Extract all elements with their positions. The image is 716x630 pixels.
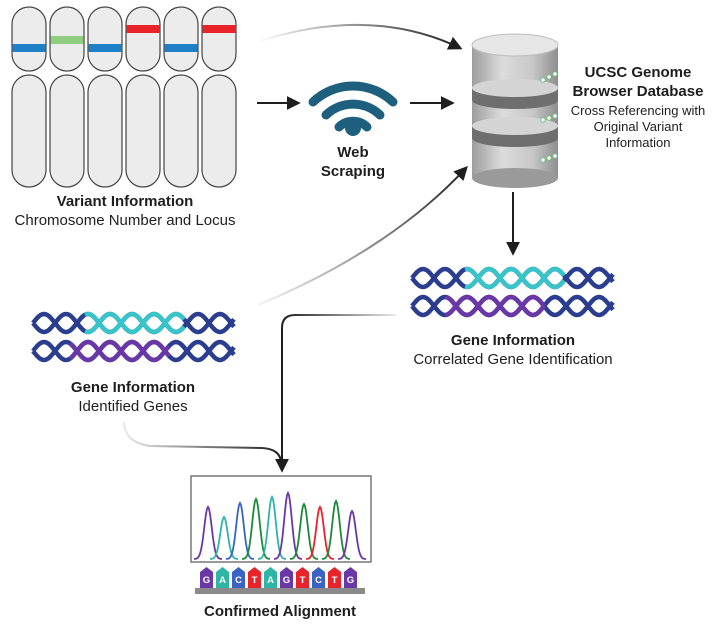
- base-tile: [280, 567, 293, 588]
- database-desc-line1: Cross Referencing with: [570, 103, 706, 118]
- base-tile: [216, 567, 229, 588]
- chromosome: [201, 6, 237, 188]
- base-tile: [232, 567, 245, 588]
- gene-left-subtitle: Identified Genes: [78, 398, 188, 415]
- chromatogram-peak: [226, 500, 254, 560]
- base-letter: C: [315, 575, 322, 586]
- arrow-gene-right-to-alignment: [275, 314, 396, 473]
- base-tile: [264, 567, 277, 588]
- base-letter: A: [219, 575, 226, 586]
- base-tile: [200, 567, 213, 588]
- base-letter: T: [300, 575, 306, 586]
- chromosome: [163, 6, 199, 188]
- database-title-line1: UCSC Genome: [584, 64, 692, 81]
- connectors: [123, 23, 520, 473]
- base-letter: G: [203, 575, 210, 586]
- base-tile: [344, 567, 357, 588]
- chromatogram-peak: [322, 498, 350, 560]
- arrow-gene-left-to-alignment: [123, 421, 282, 463]
- database-desc-line3: Information: [605, 135, 671, 150]
- base-tile: [312, 567, 325, 588]
- chromatogram-peak: [305, 505, 335, 560]
- gene-left-title: Gene Information: [70, 379, 196, 396]
- base-tile: [328, 567, 341, 588]
- chromosome: [125, 6, 161, 188]
- chromosome: [49, 6, 85, 188]
- scraping-label-line2: Scraping: [320, 163, 386, 180]
- chromatogram-peak: [273, 490, 303, 560]
- base-letter: C: [235, 575, 242, 586]
- chromatogram-peak: [209, 515, 239, 560]
- base-letter: G: [347, 575, 354, 586]
- chromosome: [11, 6, 47, 188]
- chromatogram-peak: [242, 496, 270, 560]
- dna-helix-left: [31, 311, 236, 363]
- chromosome-set: [11, 6, 237, 188]
- chromatogram: [190, 475, 372, 563]
- variant-title: Variant Information: [56, 193, 194, 210]
- arrow-variant-to-database: [256, 23, 463, 50]
- database-icon: [471, 33, 559, 188]
- chromatogram-peak: [193, 505, 223, 560]
- gene-right-subtitle: Correlated Gene Identification: [413, 351, 613, 368]
- base-tile: [248, 567, 261, 588]
- base-letter: G: [283, 575, 290, 586]
- base-letter: T: [332, 575, 338, 586]
- chromatogram-peak: [290, 502, 318, 560]
- variant-subtitle: Chromosome Number and Locus: [14, 212, 236, 229]
- base-letter: A: [267, 575, 274, 586]
- dna-helix-right: [410, 266, 615, 318]
- wifi-icon: [308, 81, 398, 136]
- alignment-title: Confirmed Alignment: [204, 603, 356, 620]
- base-tile: [296, 567, 309, 588]
- chromatogram-peak: [337, 509, 367, 560]
- base-letter: T: [252, 575, 258, 586]
- database-title-line2: Browser Database: [572, 83, 704, 100]
- database-desc-line2: Original Variant: [593, 119, 683, 134]
- chromatogram-peak: [258, 494, 286, 560]
- gene-right-title: Gene Information: [450, 332, 576, 349]
- arrow-gene-left-to-database: [257, 165, 468, 306]
- scraping-label-line1: Web: [337, 144, 369, 161]
- chromosome: [87, 6, 123, 188]
